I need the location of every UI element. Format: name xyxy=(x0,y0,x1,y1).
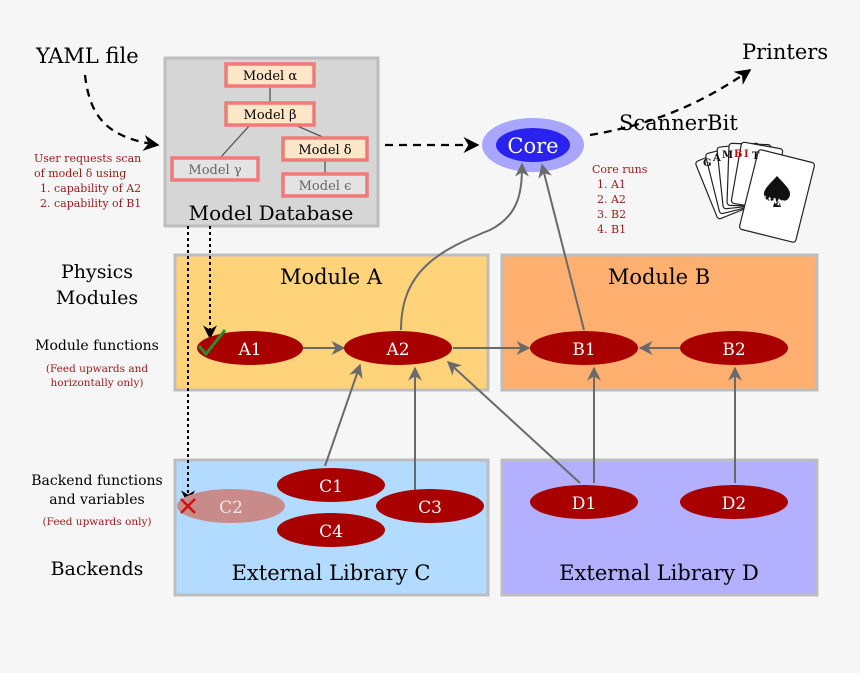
model-tree-edges xyxy=(219,86,326,174)
node-c1-label: C1 xyxy=(319,477,343,497)
model-epsilon-node: Model ϵ xyxy=(281,172,369,198)
core-node: Core xyxy=(482,118,584,172)
node-d2-label: D2 xyxy=(722,494,746,514)
core-runs-note: Core runs 1. A1 2. A2 3. B2 4. B1 xyxy=(592,163,648,236)
node-c4: C4 xyxy=(277,513,385,547)
cross-mark-icon xyxy=(180,498,196,514)
core-runs-item-2: 2. A2 xyxy=(597,193,626,206)
node-d1: D1 xyxy=(530,485,638,519)
svg-text:G: G xyxy=(703,158,712,169)
dependency-arrows xyxy=(303,162,742,490)
dotted-assignment-lines xyxy=(181,226,217,505)
library-d-title: External Library D xyxy=(559,561,759,585)
node-c3-label: C3 xyxy=(418,498,442,518)
model-alpha-node: Model α xyxy=(224,62,316,88)
physics-modules-label-2: Modules xyxy=(56,287,138,309)
module-b-title: Module B xyxy=(608,265,710,289)
module-b-panel xyxy=(500,253,819,392)
svg-text:T: T xyxy=(752,151,760,162)
core-runs-item-3: 3. B2 xyxy=(597,208,626,221)
check-mark-icon xyxy=(197,329,227,357)
node-c4-label: C4 xyxy=(319,522,343,542)
node-d1-label: D1 xyxy=(572,494,596,514)
model-delta-node: Model δ xyxy=(281,136,369,162)
module-functions-label: Module functions xyxy=(35,338,159,354)
module-a-panel xyxy=(173,253,490,392)
svg-text:B: B xyxy=(734,149,742,160)
printers-label: Printers xyxy=(742,40,828,64)
node-a1: A1 xyxy=(197,331,303,365)
core-runs-title: Core runs xyxy=(592,163,648,176)
backend-functions-label-1: Backend functions xyxy=(31,473,162,489)
scannerbit-label: ScannerBit xyxy=(619,111,738,135)
node-b1: B1 xyxy=(530,331,638,365)
node-c2: C2 xyxy=(177,489,285,523)
core-to-printers-arrow xyxy=(589,69,752,137)
backends-label: Backends xyxy=(51,558,144,580)
model-beta-node: Model β xyxy=(224,101,316,127)
model-beta-label: Model β xyxy=(244,108,297,123)
backend-functions-label-2: and variables xyxy=(49,492,144,508)
physics-modules-label-1: Physics xyxy=(61,261,133,283)
core-runs-item-4: 4. B1 xyxy=(597,223,626,236)
node-d2: D2 xyxy=(680,485,788,519)
node-b2: B2 xyxy=(680,331,788,365)
model-delta-label: Model δ xyxy=(298,143,351,158)
user-request-line-1: User requests scan xyxy=(34,152,141,165)
dashed-flow-arrows xyxy=(83,69,752,154)
feed-up-horizontal-label-2: horizontally only) xyxy=(50,377,143,389)
core-label: Core xyxy=(507,134,558,158)
feed-up-horizontal-label-1: (Feed upwards and xyxy=(46,363,149,375)
c1-to-a2-arrow xyxy=(324,363,363,467)
b1-to-core-arrow xyxy=(538,163,585,331)
node-c1: C1 xyxy=(277,468,385,502)
model-gamma-node: Model γ xyxy=(170,156,260,182)
yaml-file-label: YAML file xyxy=(35,44,139,68)
model-epsilon-label: Model ϵ xyxy=(299,179,352,194)
feed-up-label: (Feed upwards only) xyxy=(43,516,152,528)
node-c2-label: C2 xyxy=(219,498,243,518)
module-a-title: Module A xyxy=(280,265,383,289)
node-a2-label: A2 xyxy=(385,340,409,360)
spade-icon xyxy=(763,176,791,207)
user-request-line-2: of model δ using xyxy=(34,167,126,180)
gambit-cards-logo: G A M B I T GAMBIT xyxy=(695,141,816,243)
svg-text:I: I xyxy=(744,149,749,160)
node-a2: A2 xyxy=(344,331,452,365)
user-request-item-1: 1. capability of A2 xyxy=(40,182,141,195)
a2-to-core-arrow xyxy=(400,162,529,331)
d1-to-a2-arrow xyxy=(446,361,581,484)
library-c-title: External Library C xyxy=(232,561,431,585)
model-database-title: Model Database xyxy=(189,201,354,225)
core-runs-item-1: 1. A1 xyxy=(597,178,626,191)
svg-text:M: M xyxy=(722,150,733,161)
user-request-item-2: 2. capability of B1 xyxy=(40,197,141,210)
yaml-to-database-arrow xyxy=(83,74,160,151)
model-alpha-label: Model α xyxy=(243,69,297,84)
node-b2-label: B2 xyxy=(722,340,745,360)
user-request-note: User requests scan of model δ using 1. c… xyxy=(34,152,141,210)
library-d-panel xyxy=(500,458,819,597)
model-gamma-label: Model γ xyxy=(188,163,241,178)
node-a1-label: A1 xyxy=(237,340,261,360)
node-b1-label: B1 xyxy=(572,340,595,360)
node-c3: C3 xyxy=(376,489,484,523)
svg-text:A: A xyxy=(712,153,721,164)
